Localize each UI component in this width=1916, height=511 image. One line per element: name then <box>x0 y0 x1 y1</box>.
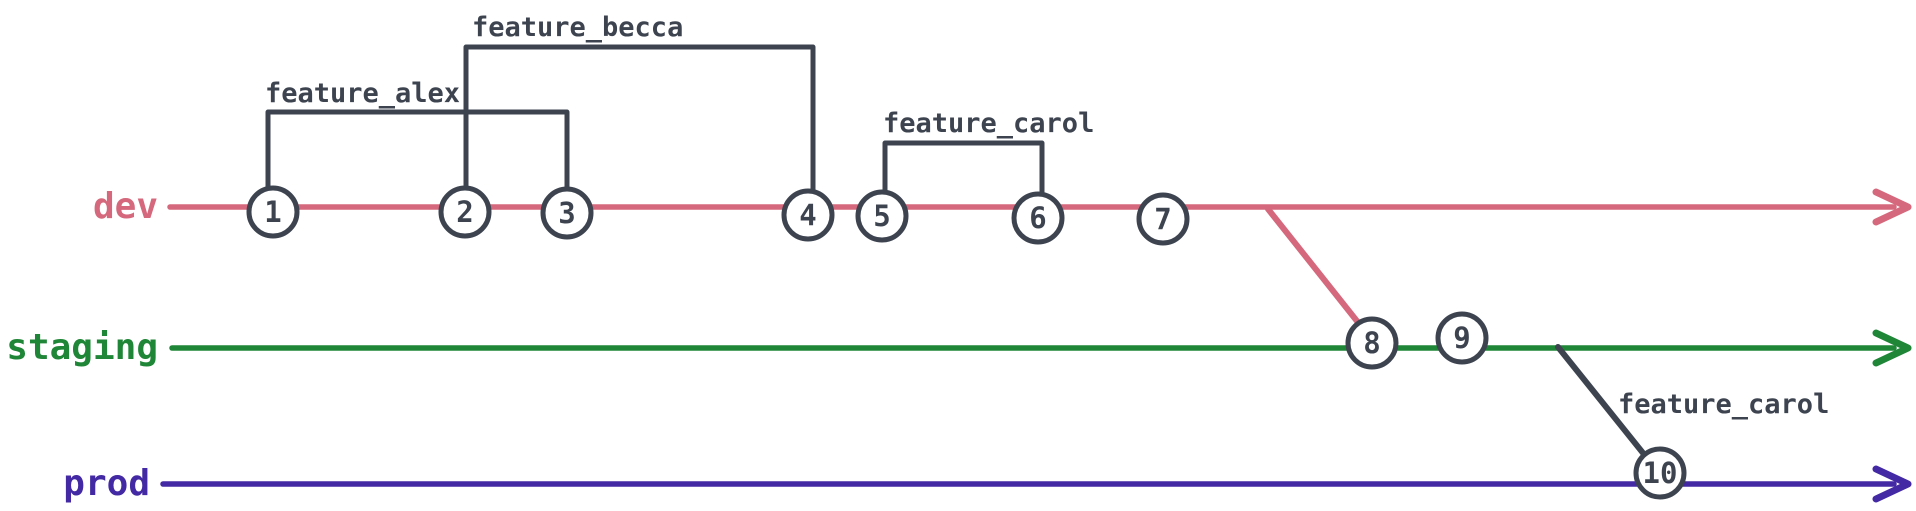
branch-arrowhead-staging <box>1872 329 1912 367</box>
feature-label-feature_becca: feature_becca <box>472 12 683 43</box>
commit-number-9: 9 <box>1453 321 1470 355</box>
commit-node-5 <box>855 189 909 243</box>
branch-label-staging: staging <box>6 327 158 368</box>
commit-number-10: 10 <box>1643 456 1678 490</box>
feature-label-feature_carol-link: feature_carol <box>1618 389 1829 420</box>
commit-node-10 <box>1633 446 1687 500</box>
commit-node-2 <box>438 185 492 239</box>
commit-number-5: 5 <box>873 199 890 233</box>
commit-node-9 <box>1435 311 1489 365</box>
commit-number-4: 4 <box>799 198 816 232</box>
commit-node-1 <box>246 185 300 239</box>
feature-bracket-feature_alex <box>265 109 570 206</box>
commit-node-8 <box>1345 316 1399 370</box>
commit-number-8: 8 <box>1363 326 1380 360</box>
commit-number-2: 2 <box>456 195 473 229</box>
commit-node-7 <box>1136 192 1190 246</box>
link-line-dev-to-staging-merge <box>1265 206 1375 343</box>
branch-arrowhead-prod <box>1872 465 1912 503</box>
feature-label-feature_carol: feature_carol <box>883 108 1094 139</box>
commit-number-6: 6 <box>1029 201 1046 235</box>
link-line-staging-to-prod-branch <box>1555 344 1658 471</box>
branch-label-prod: prod <box>63 463 150 504</box>
feature-bracket-feature_carol <box>882 140 1045 211</box>
commit-node-6 <box>1011 191 1065 245</box>
commit-number-1: 1 <box>264 195 281 229</box>
feature-label-feature_alex: feature_alex <box>265 78 460 109</box>
commit-number-7: 7 <box>1154 202 1171 236</box>
commit-node-3 <box>540 186 594 240</box>
commit-number-3: 3 <box>558 196 575 230</box>
branch-arrowhead-dev <box>1872 188 1912 226</box>
branch-label-dev: dev <box>93 186 158 227</box>
feature-bracket-feature_becca <box>463 44 816 208</box>
commit-node-4 <box>781 188 835 242</box>
